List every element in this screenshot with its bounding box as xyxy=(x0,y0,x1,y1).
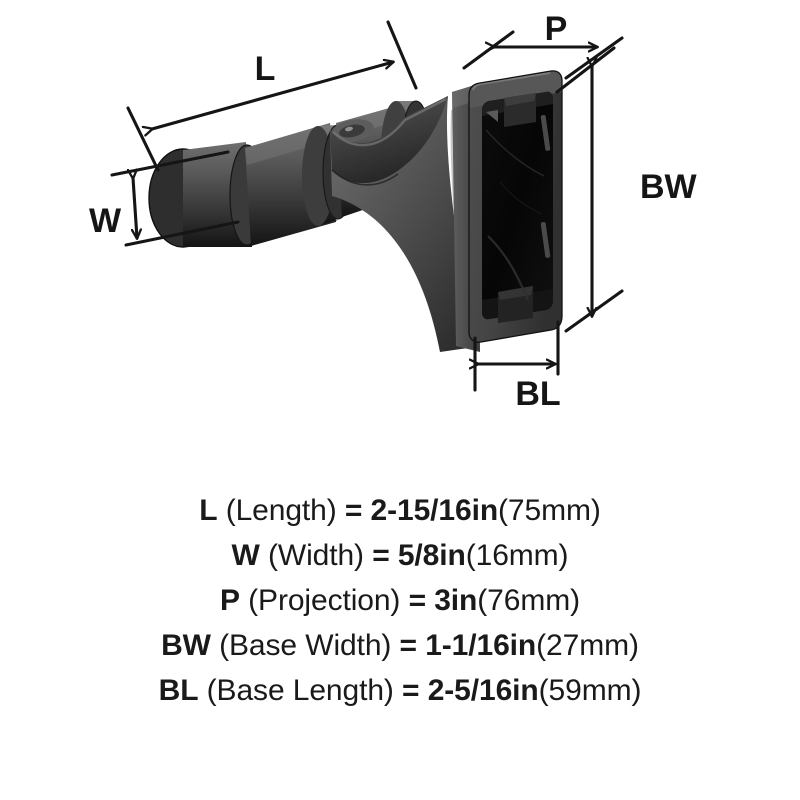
spec-code: BL xyxy=(158,674,199,707)
dimension-P xyxy=(462,30,616,94)
spec-line: BW (Base Width) = 1-1/16in(27mm) xyxy=(161,623,639,668)
dim-W-ext-bottom xyxy=(124,220,240,247)
dim-P-ext-left xyxy=(462,30,515,70)
spec-code: BW xyxy=(161,629,211,662)
spec-value: 2-5/16in xyxy=(427,674,539,707)
spec-value: 5/8in xyxy=(397,539,466,572)
spec-name: (Base Length) xyxy=(198,674,394,707)
spec-line: P (Projection) = 3in(76mm) xyxy=(220,578,580,623)
dimension-L xyxy=(126,20,418,172)
spec-code: L xyxy=(199,494,218,527)
dimension-W xyxy=(110,150,240,247)
spec-name: (Base Width) xyxy=(210,629,392,662)
dim-BW-ext-top xyxy=(564,36,624,80)
dimension-annotations xyxy=(110,20,624,392)
spec-code: P xyxy=(219,584,240,617)
spec-metric: (75mm) xyxy=(498,494,601,527)
dim-label-W: W xyxy=(89,202,122,240)
dim-P-ext-right xyxy=(555,46,616,94)
dim-BW-ext-bottom xyxy=(564,289,624,333)
spec-value: 3in xyxy=(434,584,478,617)
dim-label-BW: BW xyxy=(640,168,698,206)
base-cavity xyxy=(482,91,553,323)
spec-metric: (59mm) xyxy=(538,674,642,707)
dim-W-arrow xyxy=(133,178,137,238)
dim-label-P: P xyxy=(545,10,568,48)
bracket-neck xyxy=(330,96,469,352)
diagram-canvas: L W P BW BL xyxy=(89,10,698,413)
dim-L-ext-left xyxy=(126,106,160,172)
product-diagram: L W P BW BL xyxy=(89,10,698,413)
dimension-labels: L W P BW BL xyxy=(89,10,698,413)
spec-metric: (16mm) xyxy=(465,539,569,572)
dim-label-L: L xyxy=(255,50,276,88)
dim-L-ext-right xyxy=(386,20,418,90)
spec-line: W (Width) = 5/8in(16mm) xyxy=(232,533,569,578)
spec-equals: = xyxy=(336,494,371,527)
spec-name: (Length) xyxy=(217,494,337,527)
spec-code: W xyxy=(231,539,260,572)
spec-value: 2-15/16in xyxy=(370,494,499,527)
spec-metric: (76mm) xyxy=(477,584,580,617)
specification-list: L (Length) = 2-15/16in(75mm) W (Width) =… xyxy=(0,488,800,713)
spec-name: (Width) xyxy=(259,539,364,572)
spec-line: L (Length) = 2-15/16in(75mm) xyxy=(199,488,601,533)
spec-name: (Projection) xyxy=(239,584,401,617)
spec-equals: = xyxy=(393,674,428,707)
spec-metric: (27mm) xyxy=(536,629,639,662)
spec-equals: = xyxy=(363,539,398,572)
spec-equals: = xyxy=(391,629,426,662)
dim-L-arrow xyxy=(152,62,393,129)
spec-value: 1-1/16in xyxy=(425,629,537,662)
product-illustration xyxy=(148,70,563,352)
spec-line: BL (Base Length) = 2-5/16in(59mm) xyxy=(159,668,642,713)
dimension-BW xyxy=(564,36,624,333)
dimension-BL xyxy=(475,320,560,392)
spec-equals: = xyxy=(400,584,435,617)
dim-label-BL: BL xyxy=(515,375,560,413)
